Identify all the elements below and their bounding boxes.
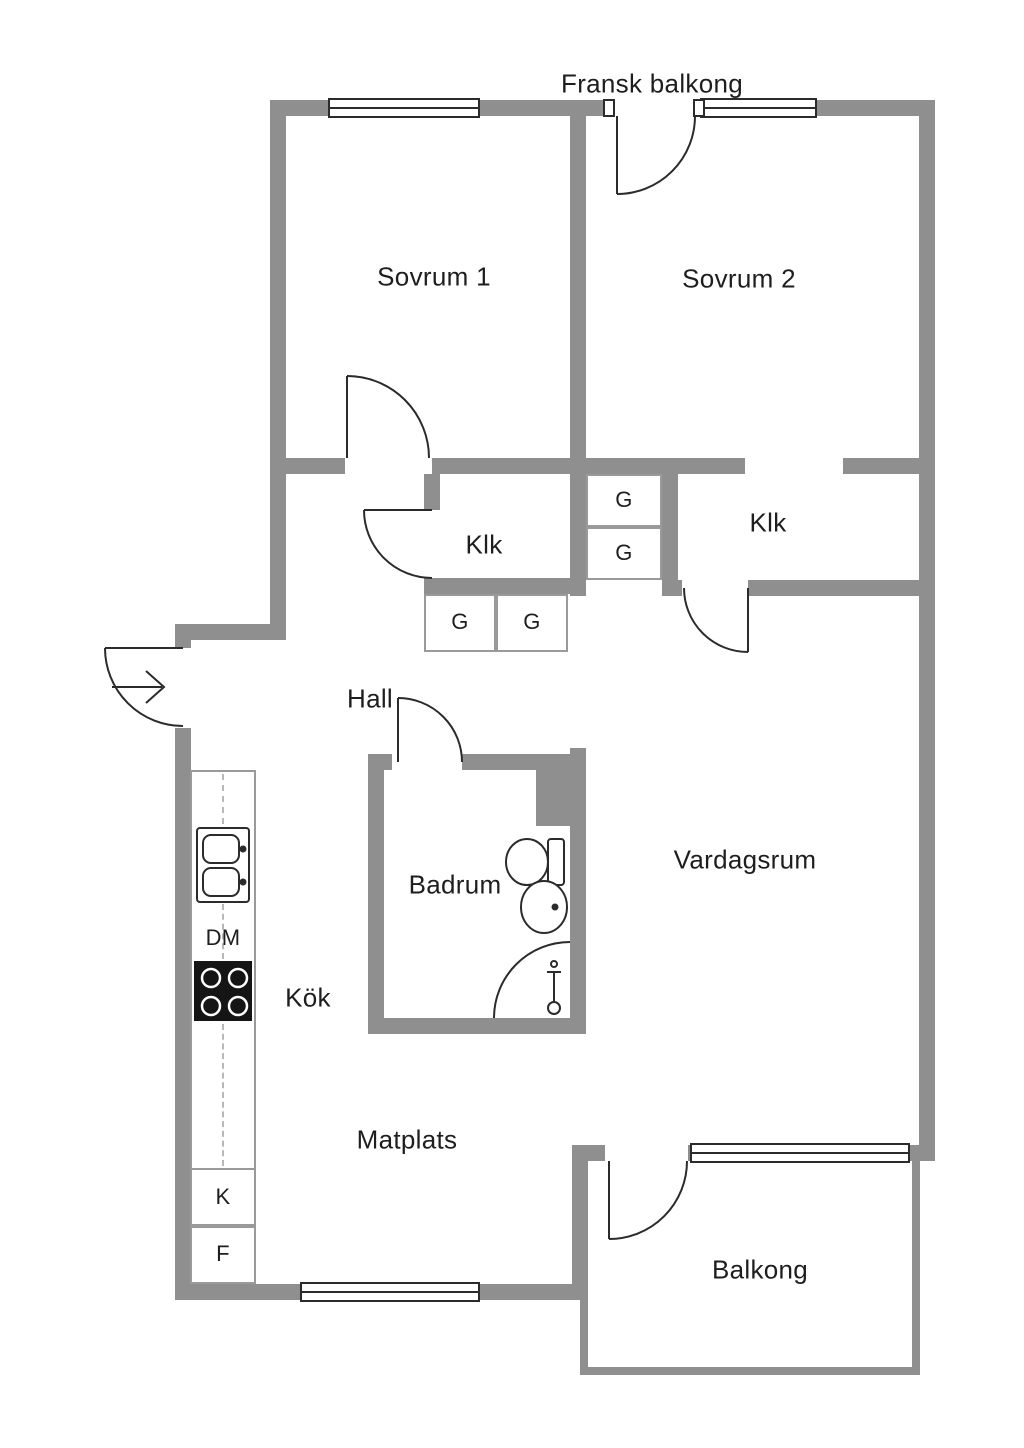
window (300, 1282, 480, 1302)
label-fridge: K (215, 1184, 231, 1209)
door-fransk-balkong (616, 115, 696, 195)
door-arc (104, 647, 184, 727)
door-arc (397, 697, 463, 763)
label-hall: Hall (347, 683, 393, 714)
entry-arrow-icon (112, 670, 166, 704)
wall-segment (270, 100, 286, 640)
bathroom-sink-icon (520, 880, 568, 934)
shower-icon (493, 941, 571, 1019)
door-entry (104, 647, 184, 727)
window (700, 98, 817, 118)
label-g-wardrobe: G (451, 609, 469, 634)
door-sovrum1 (346, 375, 430, 459)
wardrobe-box (424, 594, 496, 652)
door-post (603, 99, 615, 117)
wardrobe-box (586, 474, 662, 527)
wall-segment (175, 728, 191, 1300)
wall-segment (570, 748, 586, 1034)
label-klk-left: Klk (465, 529, 503, 560)
label-klk-right: Klk (749, 507, 787, 538)
shower-head (550, 960, 558, 968)
counter-centerline (222, 904, 224, 959)
label-badrum: Badrum (408, 869, 502, 900)
shower-mixer (547, 1001, 561, 1015)
counter-centerline (222, 774, 224, 824)
wardrobe-box (496, 594, 568, 652)
label-sovrum1: Sovrum 1 (377, 261, 491, 292)
wall-segment (570, 116, 586, 596)
door-arc (683, 587, 749, 653)
wall-segment (424, 474, 440, 510)
fridge-cabinet (190, 1168, 256, 1226)
wall-segment (748, 580, 935, 596)
wall-segment (662, 474, 678, 580)
window (690, 1143, 910, 1163)
label-vardagsrum: Vardagsrum (673, 844, 817, 875)
freezer-cabinet (190, 1226, 256, 1284)
wardrobe-box (586, 527, 662, 580)
door-klk-left (363, 509, 433, 579)
label-kok: Kök (285, 982, 331, 1013)
label-balkong: Balkong (711, 1254, 809, 1285)
door-post (693, 99, 705, 117)
label-fransk-balkong: Fransk balkong (561, 68, 743, 99)
door-badrum (397, 697, 463, 763)
wall-segment (843, 458, 935, 474)
wall-segment (175, 624, 286, 640)
shower-curtain-arc (493, 941, 571, 1019)
label-g-wardrobe: G (523, 609, 541, 634)
label-g-wardrobe: G (615, 487, 633, 512)
wall-segment (368, 1018, 586, 1034)
door-klk-right (683, 587, 749, 653)
wall-segment (586, 458, 745, 474)
label-sovrum2: Sovrum 2 (682, 263, 796, 294)
label-dishwasher: DM (205, 925, 241, 950)
wall-segment (368, 754, 392, 770)
wall-segment (919, 100, 935, 1161)
sink-basin (520, 880, 568, 934)
label-freezer: F (216, 1241, 230, 1266)
wall-segment (432, 458, 570, 474)
wall-segment (368, 754, 384, 1034)
counter-centerline (222, 1024, 224, 1166)
label-matplats: Matplats (356, 1124, 458, 1155)
sink-faucet (551, 903, 559, 911)
balcony-railing (580, 1161, 920, 1375)
label-g-wardrobe: G (615, 540, 633, 565)
toilet-icon (505, 838, 565, 886)
door-arc (346, 375, 430, 459)
window (328, 98, 480, 118)
door-arc (363, 509, 433, 579)
toilet-bowl (505, 838, 549, 886)
wall-segment (286, 458, 345, 474)
wall-segment (175, 624, 191, 648)
wall-segment (662, 580, 682, 596)
toilet-tank (547, 838, 565, 886)
wall-segment (424, 578, 586, 594)
door-arc (616, 115, 696, 195)
arrow-head (145, 670, 166, 704)
